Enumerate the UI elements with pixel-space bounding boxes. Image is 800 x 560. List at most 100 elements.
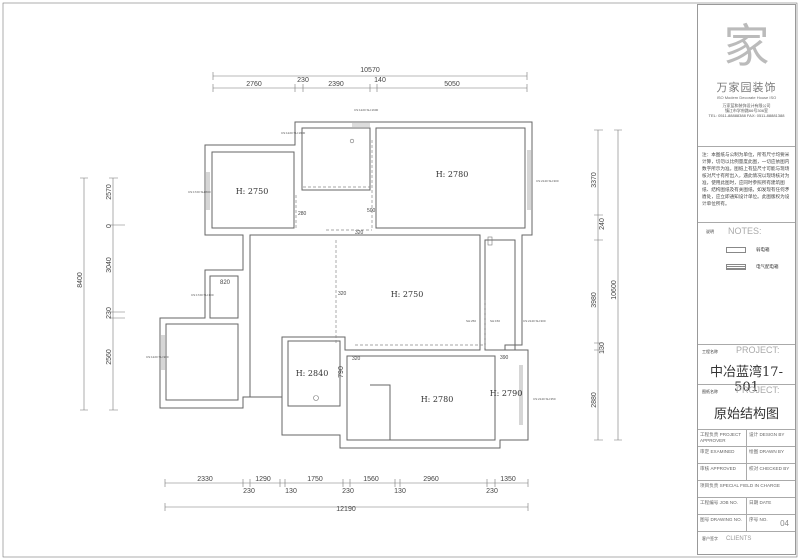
cell: 项目负责 SPECIAL FIELD IN CHARGE [700,483,780,488]
dim-top: 2390 [328,81,344,88]
drain-icon [349,138,355,144]
dim-bottom-wall: 130 [285,488,297,495]
drawing-heading: PROJECT: [736,385,780,395]
walls [159,121,533,449]
cell: 绘图 DRAWN BY [746,447,795,463]
window-tags: CS:1220 SH:1600 CS:1220 SH:1600 CS:1720 … [146,108,559,401]
notes-text: 注：本图纸与公制为单位，所有尺寸均要米计算，切勿以比例量度此图，一切应依图内数字… [698,147,795,223]
cell: 日期 DATE [746,498,795,514]
window-tag: CS:1720 SH:100 [191,293,214,297]
dim-left-total: 8400 [77,272,84,288]
clients-label: 客户签字 [702,536,718,541]
window-tag: CS:2140 SH:300 [536,179,559,183]
dim-right: 130 [599,342,606,354]
drawing-section: 图纸名称 PROJECT: 原始结构图 [698,385,795,430]
cell: 审核 APPROVED [700,466,736,471]
notes-label: 说明 [706,229,714,234]
dim-left: 230 [106,307,113,319]
window-tag: CS:2140 SH:300 [523,319,546,323]
company-name: 万家蓝和装饰设计有限公司 [722,103,771,108]
window-tag: CS:2140 SH:350 [533,397,556,401]
dim-left: 2570 [106,184,113,200]
dim-right-total: 10600 [611,280,618,300]
cell: 图号 DRAWING NO. [700,517,742,522]
inner-dim: 320 [355,230,364,236]
dim-bottom-total: 12190 [336,506,356,513]
inner-dim: 280 [298,211,307,217]
cell: 工程负责 PROJECT APPROVER [700,432,742,443]
clients-heading: CLIENTS [726,536,752,542]
cell: 序号 NO. [749,517,768,522]
inner-dim: 820 [220,280,231,286]
logo-text: 万家园装饰 [716,82,777,94]
clients-section: 客户签字 CLIENTS [698,532,795,546]
notes-heading: NOTES: [728,226,762,236]
dim-top: 5050 [444,81,460,88]
cell: 工程编号 JOB NO. [700,500,739,505]
logo-mark-icon: 家 [723,19,770,73]
windows [161,123,531,425]
dim-bottom-wall: 230 [342,488,354,495]
dim-bottom-wall: 230 [486,488,498,495]
drain-icon [313,395,319,401]
cell: 设计 DESIGN BY [746,430,795,446]
sheet-number: 04 [780,519,789,528]
legend-label: 电气配电箱 [756,264,779,269]
weak-current-box-icon [726,247,746,253]
drawing-name: 原始结构图 [713,407,779,422]
inner-dims: 280 500 320 820 320 320 390 [220,208,509,362]
room-height: H: 2780 [421,395,454,404]
dim-top-total: 10570 [360,67,380,74]
cell: 审定 EXAMINED [700,449,735,454]
company-logo-section: 家 万家园装饰 ISO Modern Decorate House ISO 万家… [698,5,795,147]
dim-bottom-wall: 230 [243,488,255,495]
dim-bottom: 1350 [500,476,516,483]
signature-table: 工程负责 PROJECT APPROVER 设计 DESIGN BY 审定 EXA… [698,430,795,546]
dim-top: 2760 [246,81,262,88]
room-height: H: 2750 [391,290,424,299]
window-tag: CS:1220 SH:1600 [281,131,306,135]
dim-bottom: 2960 [423,476,439,483]
company-address: 镇江市学府路66号306室 [724,108,769,113]
dim-bottom: 2330 [197,476,213,483]
dim-bottom-wall: 130 [394,488,406,495]
drawing-label: 图纸名称 [702,389,718,394]
window-tag: CS:1220 SH:900 [146,355,169,359]
inner-dim: 320 [352,356,361,362]
dim-right: 3370 [591,172,598,188]
logo-en: ISO Modern Decorate House ISO [716,95,777,100]
dimension-lines [80,72,622,511]
room-height: H: 2780 [436,170,469,179]
notes-section: 说明 NOTES: 弱电箱 电气配电箱 [698,223,795,345]
window-tag: SH:250 [466,319,476,323]
dim-left: 2560 [106,349,113,365]
room-height: H: 2840 [296,369,329,378]
inner-dim: 320 [338,291,347,297]
room-height: H: 2750 [236,187,269,196]
dashed-openings [295,140,486,350]
inner-dim: 500 [367,208,376,214]
project-section: 工程名称 PROJECT: 中冶蓝湾17-501 [698,345,795,395]
dim-bottom: 1290 [255,476,271,483]
dim-right: 240 [599,218,606,230]
legend-label: 弱电箱 [756,247,770,252]
room-height: H: 2790 [490,389,523,398]
project-label: 工程名称 [702,349,718,354]
window-tag: SH:150 [490,319,500,323]
title-block: 家 万家园装饰 ISO Modern Decorate House ISO 万家… [697,4,796,555]
cell: 校对 CHECKED BY [746,464,795,480]
dim-right: 3980 [591,292,598,308]
legend-item: 弱电箱 [726,247,770,253]
inner-dim: 790 [338,366,345,378]
distribution-box-icon [726,264,746,270]
dim-top: 140 [374,77,386,84]
project-name: 中冶蓝湾17-501 [710,365,783,395]
dim-left: 0 [106,224,113,228]
inner-dim: 390 [500,355,509,361]
dim-bottom: 1750 [307,476,323,483]
project-heading: PROJECT: [736,345,780,355]
company-tel: TEL: 0511-88888388 FAX: 0511-88881388 [708,113,785,118]
room-labels: H: 2750 H: 2780 H: 2750 H: 2840 H: 2780 … [236,170,523,404]
dim-right: 2880 [591,392,598,408]
